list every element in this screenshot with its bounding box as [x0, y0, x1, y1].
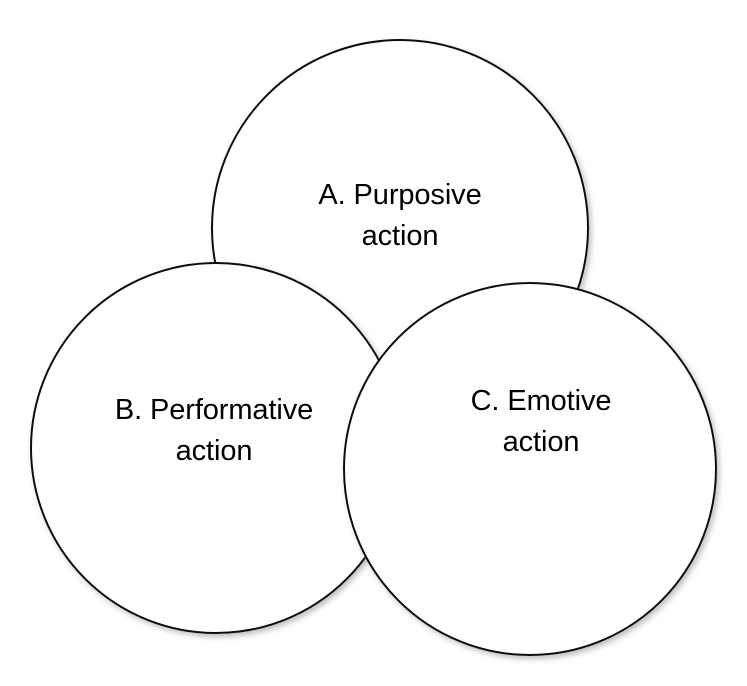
label-performative-action-line2: action: [175, 435, 253, 468]
label-performative-action-line1: B. Performative: [114, 394, 314, 426]
label-emotive-action-line1: C. Emotive: [470, 385, 612, 417]
label-performative-action: B. Performative action: [115, 390, 313, 472]
circle-emotive-action[interactable]: [343, 282, 717, 656]
label-purposive-action-line1: A. Purposive: [318, 179, 482, 211]
label-purposive-action-line2: action: [361, 220, 439, 253]
label-purposive-action: A. Purposive action: [318, 175, 481, 257]
label-emotive-action: C. Emotive action: [471, 381, 612, 463]
label-emotive-action-line2: action: [502, 426, 580, 459]
